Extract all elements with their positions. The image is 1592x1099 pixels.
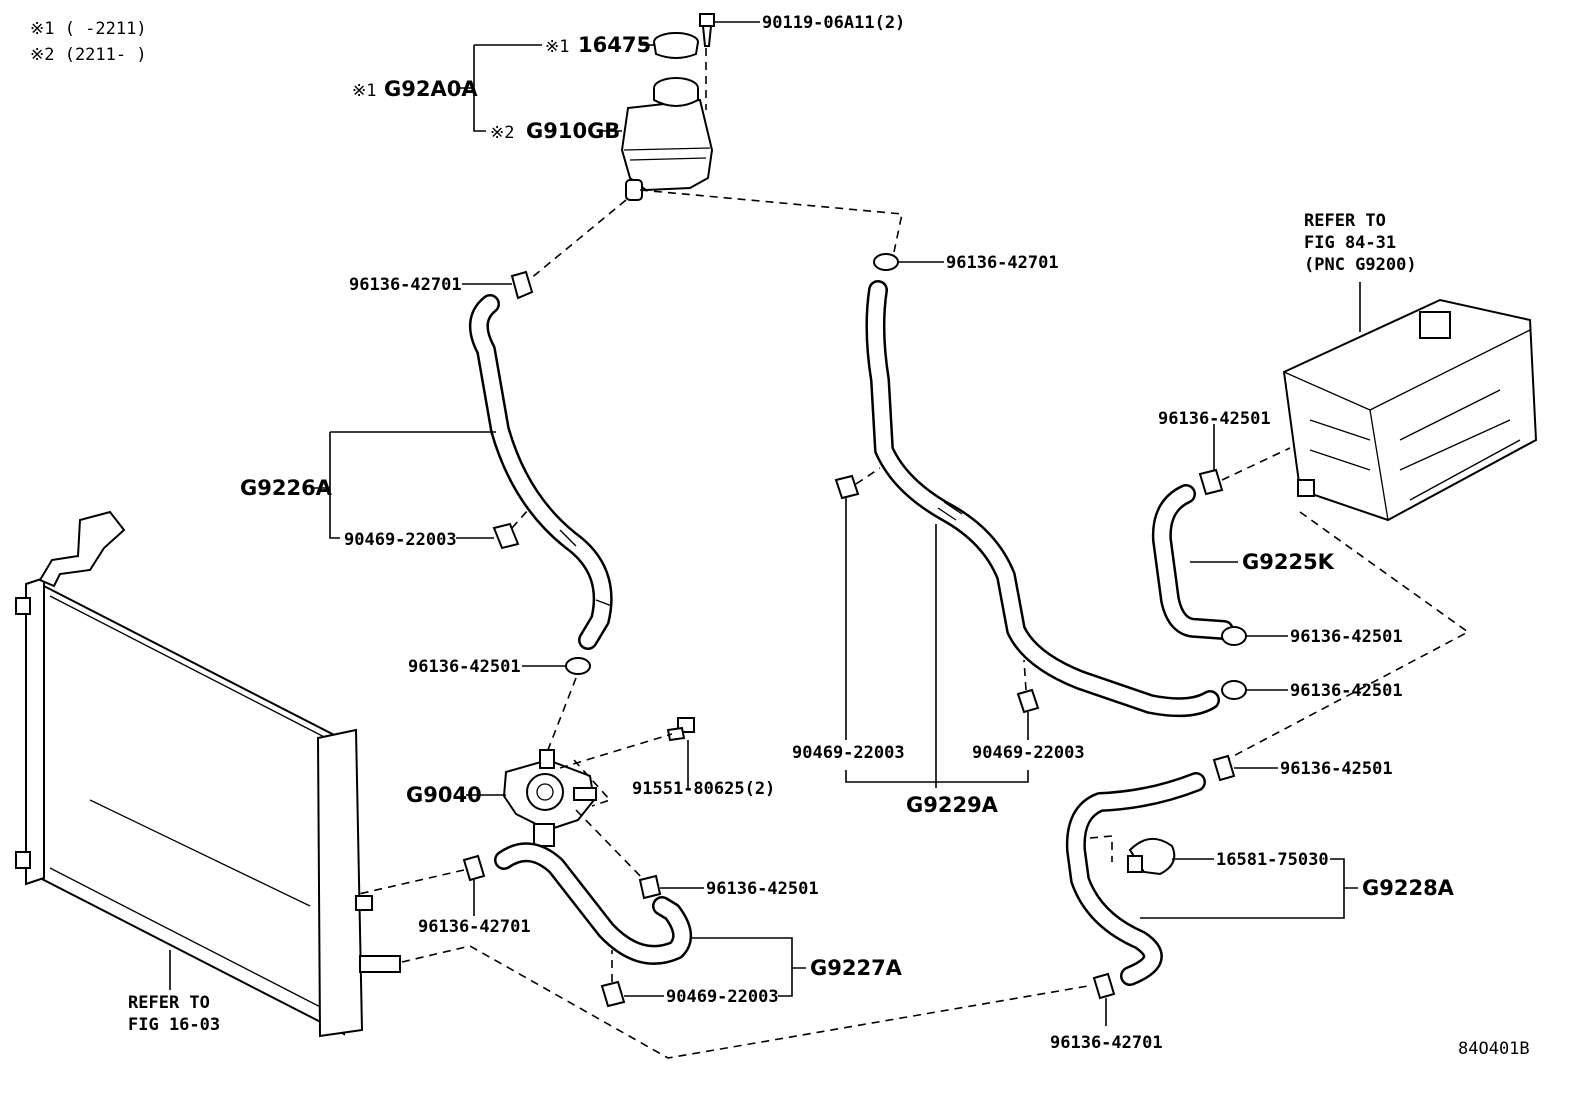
- bracket-hose-left: [314, 431, 496, 539]
- clamp-pump-out-icon: [638, 874, 662, 900]
- bracket-hose-right: [1140, 858, 1358, 919]
- label-clamp-mid-end: 96136-42501: [1290, 681, 1403, 701]
- clip-left-icon: [492, 509, 529, 550]
- clamp-mid-end-icon: [1221, 680, 1247, 700]
- label-tank-prefix: ※2: [490, 123, 514, 143]
- dash-pump-out: [575, 809, 647, 883]
- dash-tank-mid: [639, 189, 903, 253]
- label-hose-mid: G9229A: [906, 793, 999, 817]
- label-clip-mid-right: 90469-22003: [972, 743, 1085, 763]
- label-tank-group: G92A0A: [384, 77, 478, 101]
- bracket-hose-lower-left: [690, 937, 806, 997]
- label-refer-inverter-1: REFER TO: [1304, 211, 1386, 231]
- pump-bolt-icon: [666, 717, 695, 742]
- clamp-bottom-icon: [1092, 972, 1116, 1000]
- bolt-top-icon: [699, 13, 715, 47]
- clamp-radiator-icon: [462, 854, 486, 882]
- label-clip-left: 90469-22003: [344, 530, 457, 550]
- label-clip-lower-left: 90469-22003: [666, 987, 779, 1007]
- dash-tank-left: [523, 199, 627, 285]
- dash-inverter-clamp: [1221, 447, 1291, 481]
- note-1: ※1 ( -2211): [30, 19, 147, 39]
- label-clip-mid-left: 90469-22003: [792, 743, 905, 763]
- clamp-right-hose-icon: [1212, 754, 1236, 782]
- clamp-inverter-icon: [1198, 468, 1224, 496]
- hose-right-icon: [1065, 772, 1206, 986]
- dash-radiator-lower: [401, 945, 1089, 1059]
- radiator-icon: [15, 510, 401, 1038]
- hose-lower-left-icon: [494, 842, 692, 965]
- reservoir-tank-icon: [620, 77, 714, 201]
- clip-mid-left-icon: [834, 467, 881, 500]
- clamp-inv-lower-icon: [1221, 626, 1247, 646]
- label-tank-group-prefix: ※1: [352, 81, 376, 101]
- label-refer-inverter-2: FIG 84-31: [1304, 233, 1396, 253]
- label-hose-right: G9228A: [1362, 876, 1455, 900]
- label-cap: 16475: [578, 33, 651, 57]
- label-clamp-left-upper: 96136-42701: [349, 275, 462, 295]
- note-2: ※2 (2211- ): [30, 45, 147, 65]
- dash-pump-top: [543, 677, 577, 761]
- figure-code: 84O401B: [1458, 1039, 1530, 1059]
- inverter-icon: [1282, 298, 1538, 522]
- clamp-mid-upper-icon: [873, 253, 899, 271]
- water-pump-icon: [502, 749, 597, 847]
- clip-lower-left-icon: [600, 950, 626, 1008]
- clamp-left-upper-icon: [510, 270, 534, 300]
- clip-mid-right-icon: [1016, 659, 1040, 714]
- label-clamp-pump-out: 96136-42501: [706, 879, 819, 899]
- hose-left-icon: [469, 294, 613, 650]
- reservoir-cap-icon: [653, 32, 699, 59]
- label-clamp-bottom: 96136-42701: [1050, 1033, 1163, 1053]
- label-hose-left: G9226A: [240, 476, 333, 500]
- label-pump: G9040: [406, 783, 482, 807]
- label-refer-radiator-1: REFER TO: [128, 993, 210, 1013]
- dash-pump-bolt: [559, 733, 673, 807]
- label-refer-inverter-3: (PNC G9200): [1304, 255, 1417, 275]
- label-clamp-inverter: 96136-42501: [1158, 409, 1271, 429]
- label-refer-radiator-2: FIG 16-03: [128, 1015, 220, 1035]
- dash-radiator-upper: [349, 869, 465, 897]
- label-hose-inverter: G9225K: [1242, 550, 1335, 574]
- label-pump-bolt: 91551-80625(2): [632, 779, 775, 799]
- label-clamp-pump-top: 96136-42501: [408, 657, 521, 677]
- label-bracket: 16581-75030: [1216, 850, 1329, 870]
- label-cap-prefix: ※1: [545, 37, 569, 57]
- label-bolt-top: 90119-06A11(2): [762, 13, 905, 33]
- bracket-tank-group: [458, 44, 542, 132]
- hose-mid-icon: [865, 280, 1220, 718]
- label-hose-lower-left: G9227A: [810, 956, 903, 980]
- label-clamp-inv-lower: 96136-42501: [1290, 627, 1403, 647]
- leaders-clips-mid: [845, 498, 1029, 740]
- bracket-clamp-icon: [1127, 838, 1176, 876]
- label-clamp-right-hose: 96136-42501: [1280, 759, 1393, 779]
- clamp-pump-top-icon: [565, 657, 591, 675]
- label-clamp-radiator: 96136-42701: [418, 917, 531, 937]
- hose-inverter-icon: [1151, 484, 1234, 640]
- dash-bracket: [1089, 835, 1113, 862]
- label-clamp-mid-upper: 96136-42701: [946, 253, 1059, 273]
- bracket-hose-mid: [845, 524, 1029, 788]
